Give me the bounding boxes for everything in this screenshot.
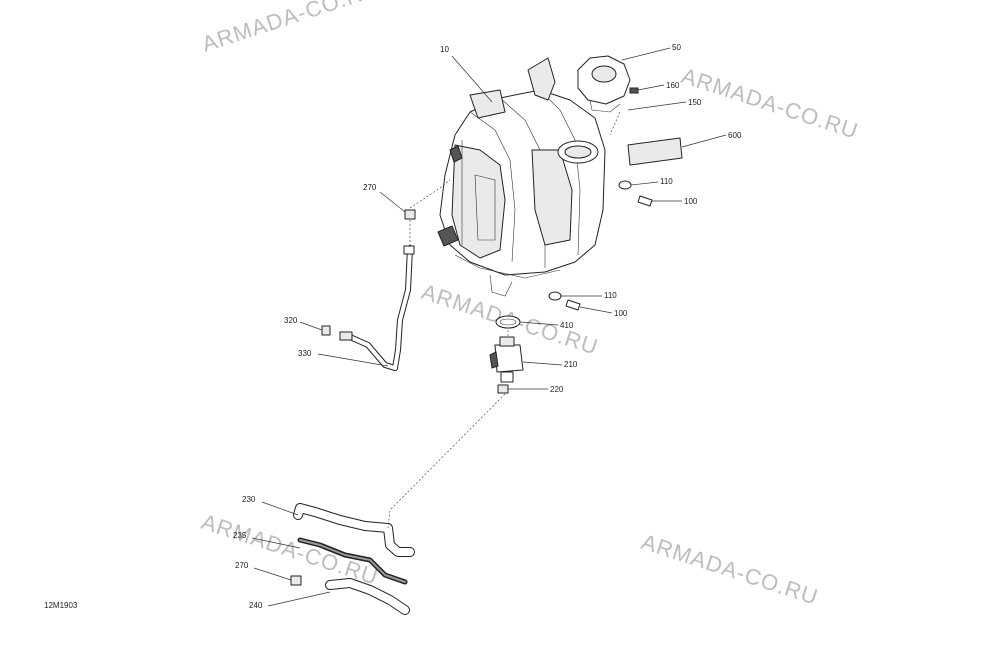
screw-160: [629, 87, 639, 94]
callout-270-upper: 270: [363, 183, 377, 192]
callout-320: 320: [284, 316, 298, 325]
watermark-bottom-right: ARMADA-CO.RU: [638, 529, 821, 610]
watermark-top-right: ARMADA-CO.RU: [678, 63, 861, 144]
callout-210: 210: [564, 360, 578, 369]
callout-330: 330: [298, 349, 312, 358]
callout-100-upper: 100: [684, 197, 698, 206]
tank-body: [437, 57, 606, 297]
callout-50: 50: [672, 43, 681, 52]
callout-labels: 10 50 160 150 600 110 100 270 110 100 32…: [233, 43, 742, 610]
callout-410: 410: [560, 321, 574, 330]
callout-110-lower: 110: [604, 291, 617, 300]
callout-220: 220: [550, 385, 564, 394]
assembly-lines: [387, 111, 621, 529]
callout-235: 235: [233, 531, 247, 540]
tank-cap: [577, 55, 631, 113]
valve-210: [489, 336, 524, 383]
hose-240: [325, 578, 410, 615]
hose-230: [293, 503, 415, 557]
callout-600: 600: [728, 131, 742, 140]
clamp-270-lower: [290, 575, 302, 586]
callout-110-upper: 110: [660, 177, 673, 186]
clamp-220: [497, 384, 509, 394]
bolt-100-upper: [637, 195, 653, 207]
callout-150: 150: [688, 98, 702, 107]
watermark-top-left: ARMADA-CO.RU: [199, 0, 382, 57]
bolt-100-lower: [565, 299, 581, 311]
clip-320: [321, 325, 331, 336]
callout-100-lower: 100: [614, 309, 628, 318]
leader-lines: [251, 47, 727, 607]
callout-240: 240: [249, 601, 263, 610]
seal-ring-410: [495, 315, 521, 329]
drawing-id: 12M1903: [44, 601, 78, 610]
clamp-270-upper: [404, 209, 416, 220]
harness-235: [297, 537, 408, 585]
washer-110-lower: [548, 291, 562, 301]
callout-270-lower: 270: [235, 561, 249, 570]
callout-10: 10: [440, 45, 449, 54]
decal-600: [627, 137, 683, 166]
washer-110-upper: [618, 180, 632, 190]
callout-230: 230: [242, 495, 256, 504]
callout-160: 160: [666, 81, 680, 90]
vent-hose-330: [339, 245, 415, 371]
